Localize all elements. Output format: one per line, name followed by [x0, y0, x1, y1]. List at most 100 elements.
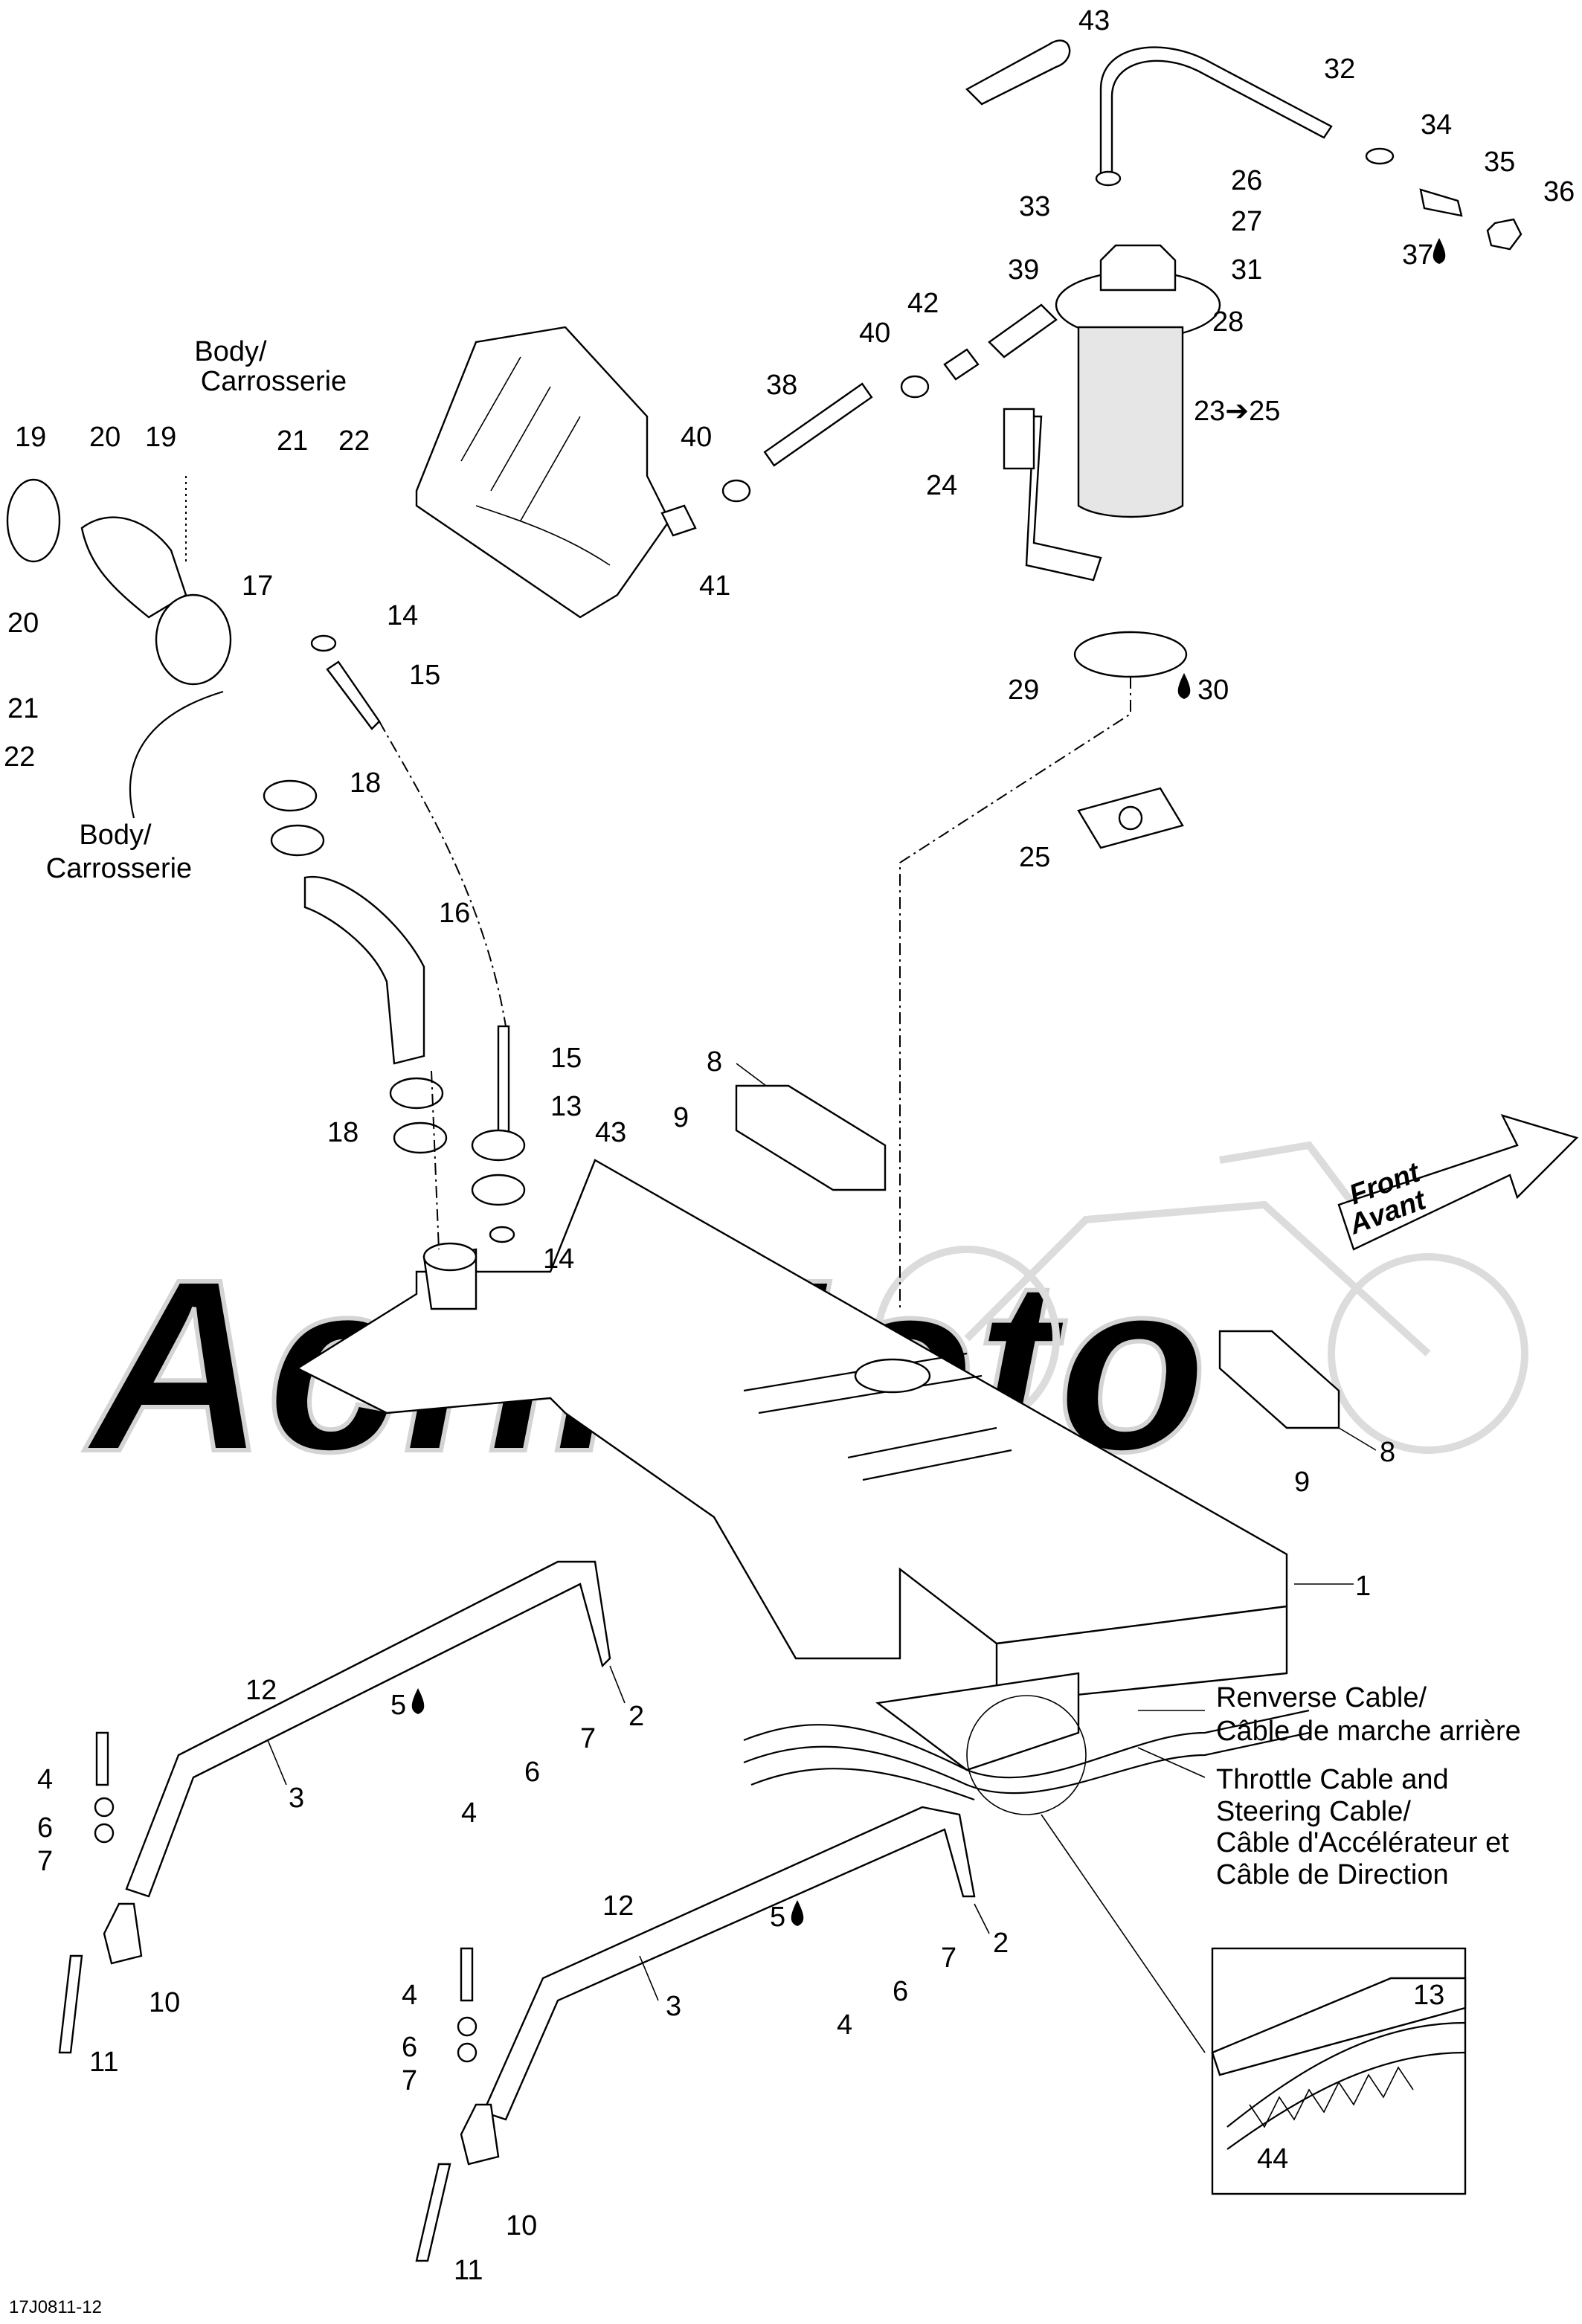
callout-17: 17 [242, 570, 273, 602]
callout-43-b: 43 [595, 1117, 626, 1148]
clamp-34 [1365, 147, 1395, 165]
assembly-line-hose [431, 1070, 440, 1250]
callout-16: 16 [439, 898, 470, 929]
detail-inset [1211, 1947, 1467, 2195]
fuel-line-components [660, 39, 1522, 537]
callout-31: 31 [1231, 254, 1262, 286]
clamp-18-c [389, 1077, 444, 1110]
filler-housing-19 [80, 516, 187, 619]
callout-22-b: 22 [4, 741, 35, 773]
cable-bundle [743, 1695, 1310, 2053]
cable-detail-circle [966, 1695, 1087, 1815]
callout-36: 36 [1543, 176, 1575, 207]
callout-29: 29 [1008, 675, 1039, 706]
callout-4-d: 4 [837, 2009, 852, 2041]
callout-44: 44 [1257, 2143, 1288, 2175]
cable-mid [750, 1768, 975, 1801]
float-sender [1003, 408, 1035, 470]
strap-upper [58, 1560, 611, 2054]
callout-25: 25 [1019, 842, 1050, 873]
callout-13-b: 13 [1413, 1980, 1444, 2011]
callout-37: 37 [1402, 239, 1433, 271]
callout-21-a: 21 [277, 425, 308, 457]
leader-3a [267, 1739, 287, 1786]
drop-icon-5a [411, 1688, 425, 1714]
callout-8-b: 8 [1380, 1437, 1395, 1468]
callout-14-b: 14 [543, 1243, 574, 1275]
callout-23: 23➔25 [1194, 396, 1280, 427]
body-top-line1: Body/ [194, 336, 267, 367]
body-curve [129, 690, 224, 819]
callouts: 1 2 2 3 3 4 4 4 4 5 5 6 6 6 6 7 7 7 7 8 … [4, 5, 1575, 2286]
flange-17 [155, 593, 232, 686]
leader-lines [267, 1063, 1377, 2001]
callout-12-a: 12 [245, 1675, 277, 1706]
clamp-14-upper [310, 634, 337, 652]
cable-upper [743, 1709, 1310, 1779]
callout-41: 41 [699, 570, 730, 602]
callout-42: 42 [907, 288, 939, 319]
fuel-hose-38 [763, 382, 873, 467]
callout-5-a: 5 [390, 1690, 406, 1721]
detail-inset-spiral-wrap [1249, 2066, 1414, 2128]
callout-7-a: 7 [37, 1846, 53, 1877]
callout-30: 30 [1197, 675, 1229, 706]
callout-40-b: 40 [681, 422, 712, 453]
fuel-tank [295, 1159, 1288, 1771]
throttle-cable-line4: Câble de Direction [1216, 1859, 1449, 1890]
callout-26: 26 [1231, 165, 1262, 196]
cable-lower [743, 1731, 1310, 1794]
pump-body [1077, 326, 1184, 518]
callout-38: 38 [766, 370, 797, 401]
fitting-35 [1419, 188, 1463, 217]
callout-7-b: 7 [580, 1723, 596, 1754]
body-bottom-line2: Carrosserie [46, 853, 192, 884]
leader-2b [974, 1903, 990, 1934]
fitting-41 [660, 504, 697, 537]
callout-4-a: 4 [37, 1764, 53, 1795]
washer-7-lower [457, 2042, 478, 2063]
drop-icons [411, 238, 1446, 1926]
front-arrow: Front Avant [1337, 1114, 1579, 1251]
callout-43-a: 43 [1078, 5, 1110, 36]
fuel-tank-pump-opening [854, 1358, 931, 1394]
drop-icon-37 [1433, 238, 1446, 264]
throttle-cable-line3: Câble d'Accélérateur et [1216, 1827, 1509, 1858]
lock-ring [1073, 631, 1188, 678]
callout-6-b: 6 [524, 1757, 540, 1788]
clamp-18-d [393, 1121, 448, 1154]
connector-39 [988, 303, 1058, 358]
callout-27: 27 [1231, 206, 1262, 237]
callout-19-a: 19 [15, 422, 46, 453]
fuel-pump-module [1003, 244, 1221, 849]
callout-4-c: 4 [402, 1980, 417, 2011]
text-blocks: Body/ Carrosserie Body/ Carrosserie Renv… [9, 336, 1521, 2317]
callout-10-b: 10 [506, 2210, 537, 2241]
strap-lower [415, 1806, 976, 2262]
clamp-13-b [471, 1174, 526, 1206]
callout-15-b: 15 [550, 1043, 582, 1074]
callout-32: 32 [1324, 54, 1355, 85]
tie-wrap-43-top [965, 39, 1071, 106]
callout-3-lower: 3 [666, 1991, 681, 2022]
bolt-4-upper [95, 1731, 109, 1786]
bolt-4-lower [460, 1947, 474, 2002]
bolt-11-lower [415, 2163, 451, 2262]
callout-13-a: 13 [550, 1091, 582, 1122]
callout-15-a: 15 [409, 660, 440, 691]
filler-components [6, 478, 526, 1243]
clamp-14-lower [489, 1226, 515, 1243]
callout-40-a: 40 [859, 318, 890, 349]
connector-42 [943, 348, 980, 381]
detail-inset-cable-2 [1226, 2051, 1466, 2150]
callout-1: 1 [1355, 1571, 1371, 1602]
callout-24: 24 [926, 470, 957, 501]
callout-12-b: 12 [602, 1890, 634, 1922]
callout-6-a: 6 [37, 1812, 53, 1844]
callout-6-c: 6 [402, 2032, 417, 2063]
callout-28: 28 [1212, 306, 1244, 338]
bolt-11-upper [58, 1954, 83, 2054]
clamp-40-lower [721, 479, 751, 503]
throttle-cable-line2: Steering Cable/ [1216, 1796, 1411, 1827]
callout-14-a: 14 [387, 600, 418, 631]
